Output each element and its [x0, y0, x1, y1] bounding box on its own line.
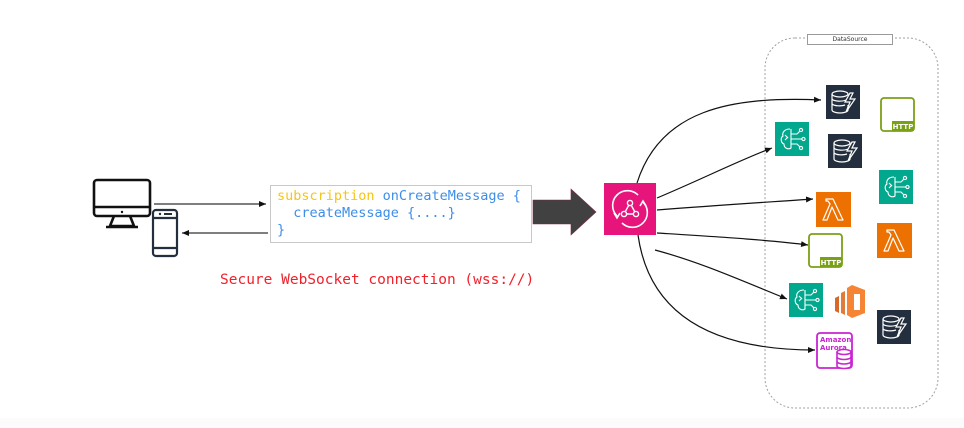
- svg-text:HTTP: HTTP: [893, 123, 914, 131]
- dynamodb-icon: [826, 85, 860, 119]
- svg-text:HTTP: HTTP: [821, 259, 842, 267]
- monitor-dot: [120, 210, 124, 214]
- code-line-2: createMessage {....}: [277, 205, 456, 221]
- lambda-icon: [877, 223, 912, 258]
- aurora-icon: Amazon Aurora: [816, 332, 853, 370]
- code-line-3: }: [277, 222, 286, 238]
- lambda-icon: [816, 192, 851, 227]
- mobile-phone-icon: [151, 208, 179, 258]
- elasticsearch-icon: [835, 285, 865, 318]
- connections: [636, 96, 822, 353]
- code-keyword: subscription: [277, 188, 375, 204]
- bottom-band: [0, 418, 964, 428]
- subscription-code-box: subscription onCreateMessage { createMes…: [270, 185, 532, 243]
- connection-dynamodb-1: [636, 96, 822, 184]
- desktop-monitor-icon: [92, 178, 152, 229]
- machine-learning-icon: [775, 122, 809, 156]
- connection-ml-1: [656, 147, 773, 199]
- connection-lambda-1: [656, 196, 814, 211]
- websocket-caption: Secure WebSocket connection (wss://): [220, 272, 535, 288]
- code-subscription-name: onCreateMessage {: [374, 188, 521, 204]
- block-arrow: [532, 188, 597, 236]
- http-icon: HTTP: [880, 97, 915, 132]
- phone-camera: [158, 212, 162, 216]
- datasource-group-label: DataSource: [807, 34, 893, 45]
- machine-learning-icon: [879, 170, 913, 204]
- connection-aurora: [637, 234, 816, 353]
- dynamodb-icon: [877, 310, 911, 344]
- aurora-label-line2: Aurora: [820, 344, 847, 352]
- machine-learning-icon: [789, 283, 823, 317]
- connection-http-2: [656, 232, 809, 248]
- appsync-icon: [604, 183, 656, 235]
- http-icon: HTTP: [808, 233, 843, 268]
- connection-ml-3: [654, 249, 788, 300]
- aurora-label-line1: Amazon: [820, 336, 851, 344]
- dynamodb-icon: [828, 134, 862, 168]
